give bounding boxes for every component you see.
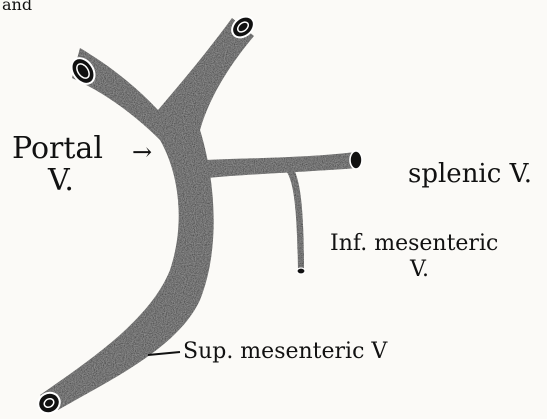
partial-top-text: and [2, 0, 32, 14]
splenic-label: splenic V. [408, 159, 532, 189]
portal-arrow: → [132, 138, 152, 166]
inf-mesenteric-opening [297, 268, 305, 274]
splenic-vein [205, 152, 358, 178]
inf-mesenteric-v-label: V. [409, 257, 429, 282]
inferior-mesenteric-vein [284, 166, 304, 270]
portal-v-label: V. [47, 163, 74, 198]
portal-label: Portal [12, 131, 103, 166]
splenic-opening [350, 151, 362, 169]
inf-mesenteric-label: Inf. mesenteric [330, 231, 498, 256]
sup-mesenteric-label: Sup. mesenteric V [183, 339, 388, 364]
